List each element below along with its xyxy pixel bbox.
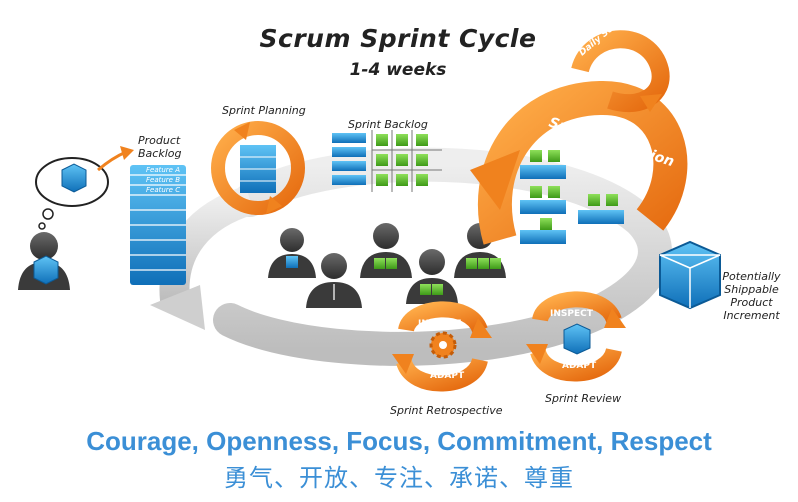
increment-label-line2: Shippable Product [724,283,779,309]
product-backlog-label-line2: Backlog [138,147,182,160]
scrum-team [268,223,506,308]
scrum-values-english: Courage, Openness, Focus, Commitment, Re… [86,426,712,456]
increment-cube-icon [659,240,721,310]
increment-label-line3: Increment [723,309,780,322]
product-backlog-label-line1: Product [138,134,181,147]
retro-adapt-label: ADAPT [430,371,465,381]
person-icon [406,249,458,304]
feature-a-label: Feature A [146,166,180,174]
review-cycle-icon: INSPECT ADAPT [526,291,626,382]
thought-bubble-icon [35,157,109,230]
sprint-review-label: Sprint Review [545,392,622,405]
increment-label-line1: Potentially [722,270,781,283]
product-owner-person-icon [18,232,70,290]
feature-c-label: Feature C [146,186,180,194]
person-icon [360,223,412,278]
diagram-title: Scrum Sprint Cycle [259,24,537,53]
sprint-planning-icon [211,121,305,215]
diagram-subtitle: 1-4 weeks [349,60,447,80]
sprint-backlog-icon [332,130,442,192]
retro-inspect-label: INSPECT [418,319,462,329]
review-inspect-label: INSPECT [550,309,594,319]
feature-b-label: Feature B [146,176,180,184]
cube-icon [563,323,591,355]
sprint-execution-work [520,150,624,244]
sprint-planning-label: Sprint Planning [222,104,306,117]
arrow-to-backlog-icon [97,150,127,172]
person-icon [306,253,362,308]
person-icon [268,228,316,278]
review-adapt-label: ADAPT [562,361,597,371]
product-backlog-label: Product Backlog [138,134,181,160]
product-backlog-stack: Feature A Feature B Feature C [130,165,186,285]
sprint-retrospective-label: Sprint Retrospective [390,404,503,417]
scrum-values-chinese: 勇气、开放、专注、承诺、尊重 [224,464,574,492]
retrospective-cycle-icon: INSPECT ADAPT [392,301,492,392]
increment-label: Potentially Shippable Product Increment [705,270,798,322]
sprint-backlog-label: Sprint Backlog [348,118,428,131]
